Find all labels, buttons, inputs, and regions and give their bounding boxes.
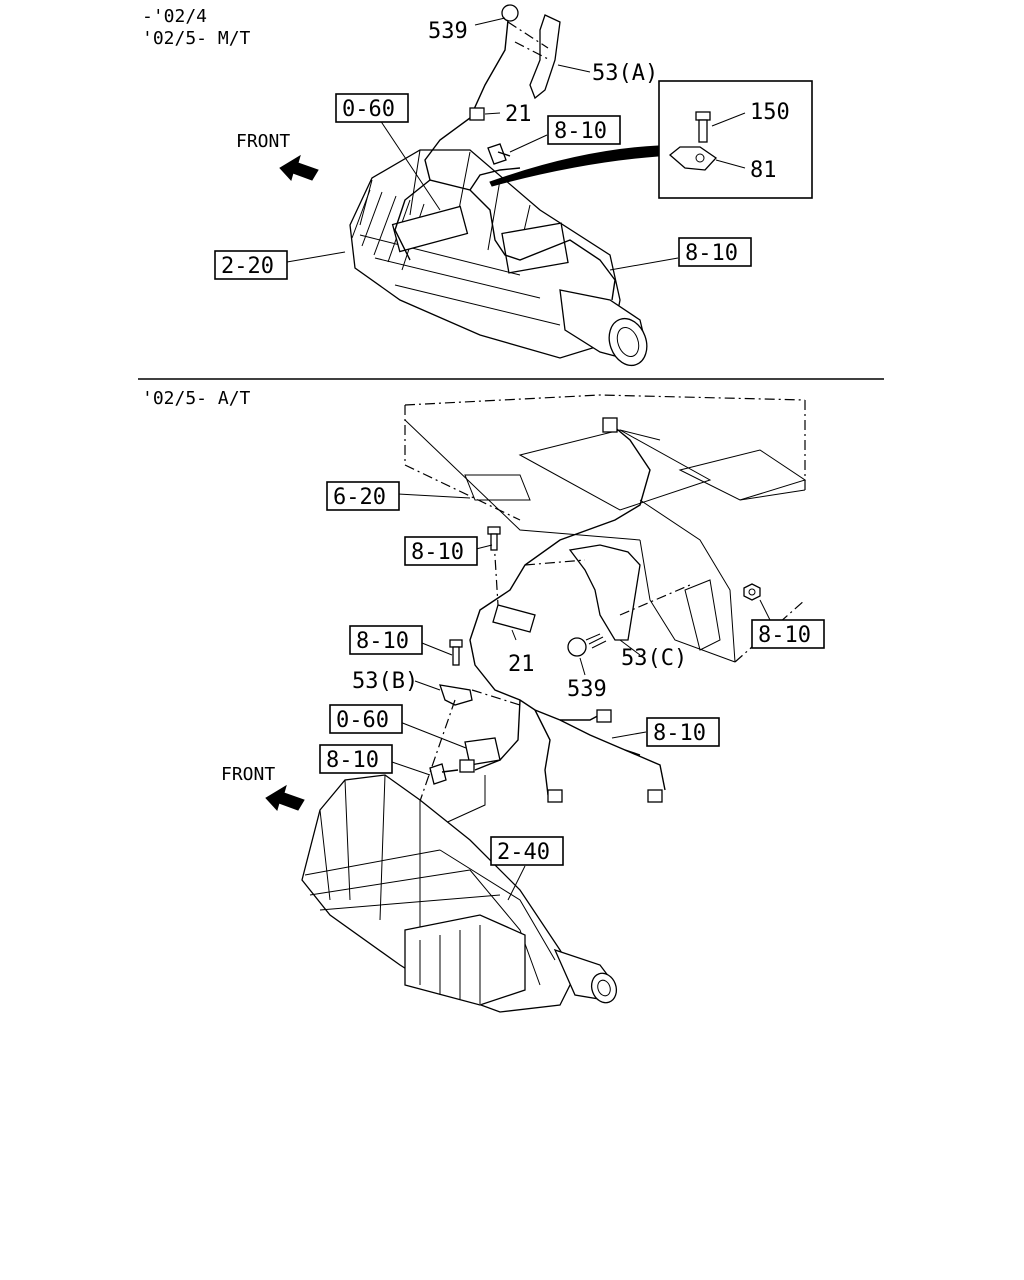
clip-21 bbox=[469, 107, 485, 121]
plug-icon bbox=[647, 789, 663, 803]
ref-box-0-60 bbox=[329, 704, 403, 734]
bolt-icon bbox=[487, 143, 511, 165]
callout-21: 21 bbox=[505, 102, 532, 127]
ref-6-20: 6-20 bbox=[333, 485, 386, 510]
callout-53c: 53(C) bbox=[621, 646, 687, 671]
manual-transmission bbox=[349, 149, 648, 367]
ref-box-6-20 bbox=[326, 481, 400, 511]
callout-53a: 53(A) bbox=[592, 61, 658, 86]
bracket-53a bbox=[529, 14, 561, 100]
ref-2-20: 2-20 bbox=[221, 254, 274, 279]
ref-8-10-harness: 8-10 bbox=[685, 241, 738, 266]
bracket-21 bbox=[492, 604, 536, 633]
bolt-icon bbox=[695, 111, 711, 143]
callout-150: 150 bbox=[750, 100, 790, 125]
ref-8-10-bolt: 8-10 bbox=[326, 748, 379, 773]
callout-53b: 53(B) bbox=[352, 669, 418, 694]
callout-81: 81 bbox=[750, 158, 777, 183]
ref-8-10-top: 8-10 bbox=[411, 540, 464, 565]
mt-header-line2: '02/5- M/T bbox=[142, 28, 251, 49]
ref-8-10-harness: 8-10 bbox=[653, 721, 706, 746]
ref-box-8-10-top bbox=[404, 536, 478, 566]
plug-icon bbox=[547, 789, 563, 803]
ref-box-8-10-harness bbox=[646, 717, 720, 747]
ref-2-40: 2-40 bbox=[497, 840, 550, 865]
callout-539: 539 bbox=[428, 19, 468, 44]
at-header: '02/5- A/T bbox=[142, 388, 251, 409]
detail-inset-box bbox=[658, 80, 813, 199]
ref-box-8-10-left bbox=[349, 625, 423, 655]
front-arrow-icon bbox=[279, 154, 319, 181]
ref-0-60: 0-60 bbox=[342, 97, 395, 122]
bracket-53c bbox=[568, 544, 641, 641]
ref-box-2-20 bbox=[214, 250, 288, 280]
bolt-icon bbox=[449, 639, 463, 666]
bolt-icon bbox=[487, 526, 501, 551]
plug-icon bbox=[501, 4, 519, 22]
at-front-label: FRONT bbox=[221, 764, 275, 785]
callout-539: 539 bbox=[567, 677, 607, 702]
clip-icon bbox=[668, 146, 717, 171]
mt-header-line1: -'02/4 bbox=[142, 6, 207, 27]
ref-8-10-left: 8-10 bbox=[356, 629, 409, 654]
at-section: '02/5- A/T bbox=[142, 388, 825, 1013]
grommet-539 bbox=[567, 637, 587, 657]
ref-box-8-10-right bbox=[751, 619, 825, 649]
ref-box-8-10-bolt bbox=[319, 744, 393, 774]
plug-icon bbox=[596, 709, 612, 723]
automatic-transmission bbox=[301, 774, 618, 1013]
bracket-53b bbox=[439, 684, 473, 706]
ref-box-8-10 bbox=[547, 115, 621, 145]
front-arrow-icon bbox=[265, 784, 305, 811]
ref-0-60: 0-60 bbox=[336, 708, 389, 733]
plug-icon bbox=[602, 417, 618, 433]
ref-8-10-bolt: 8-10 bbox=[554, 119, 607, 144]
nut-icon bbox=[743, 583, 761, 601]
ref-8-10-right: 8-10 bbox=[758, 623, 811, 648]
module-0-60 bbox=[464, 737, 501, 766]
callout-21: 21 bbox=[508, 652, 535, 677]
ref-box-0-60 bbox=[335, 93, 409, 123]
bolt-icon bbox=[429, 763, 459, 785]
ref-box-2-40 bbox=[490, 836, 564, 866]
ref-box-8-10-harness bbox=[678, 237, 752, 267]
mt-section: -'02/4 '02/5- M/T FRONT bbox=[142, 4, 813, 367]
mt-front-label: FRONT bbox=[236, 131, 290, 152]
